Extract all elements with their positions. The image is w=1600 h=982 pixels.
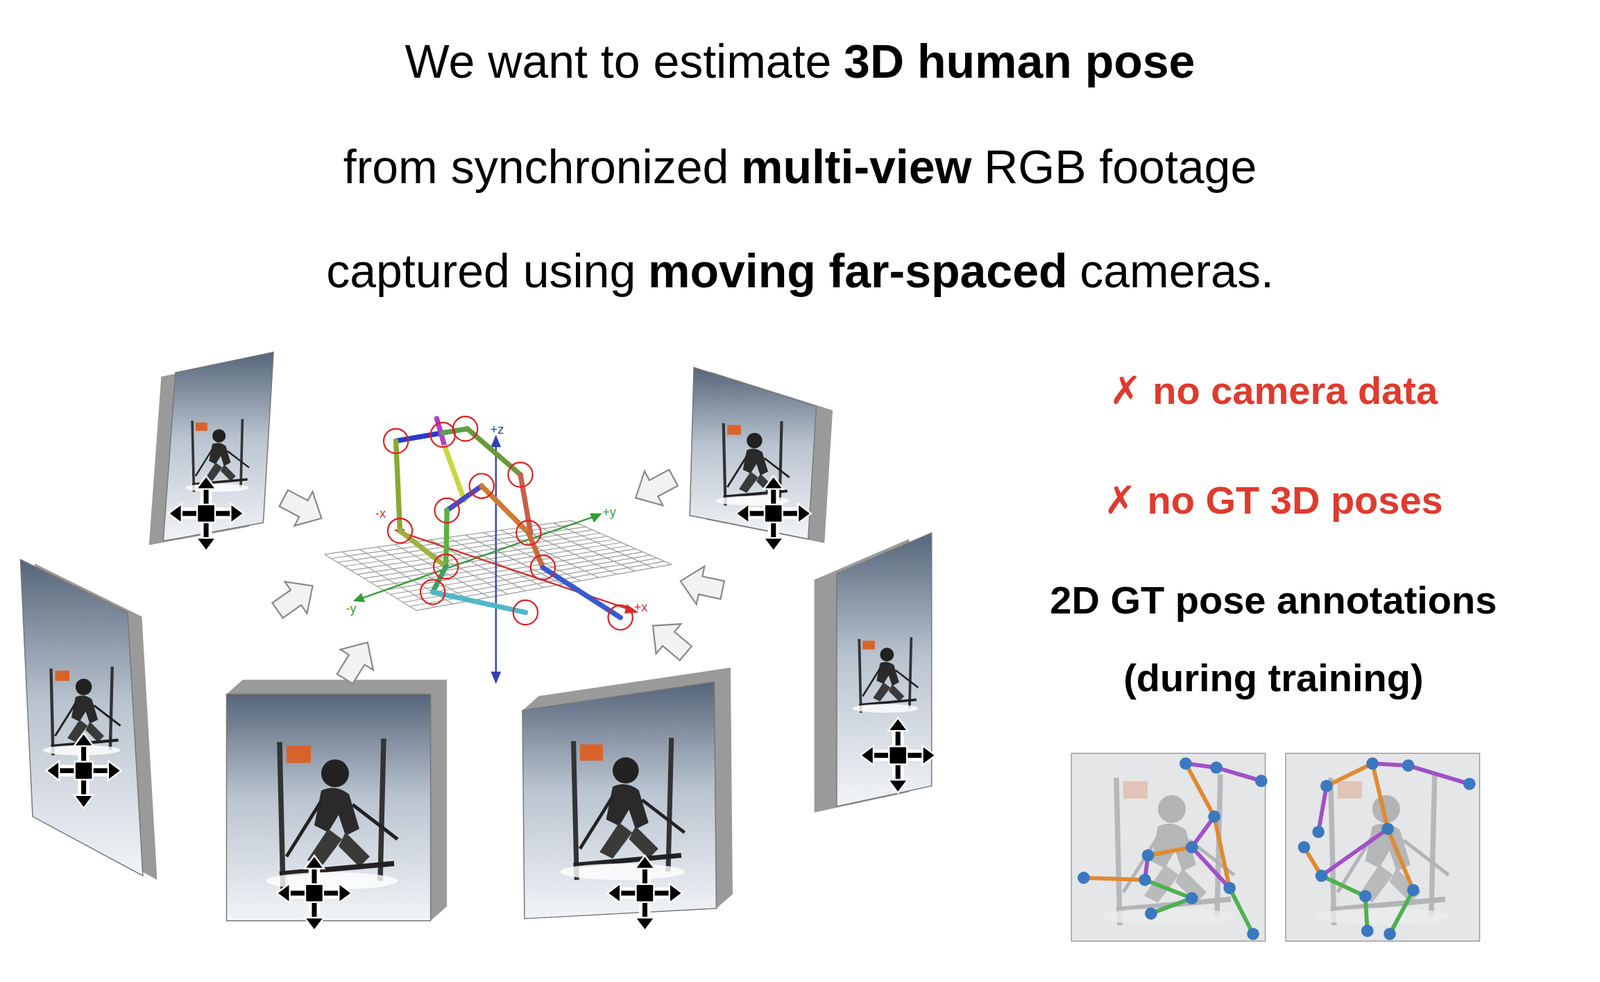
grid-line	[389, 551, 643, 594]
side-note: ✗ no GT 3D poses	[988, 476, 1558, 524]
camera-view	[226, 679, 447, 921]
joint-marker	[383, 416, 633, 630]
grid-line	[518, 528, 617, 575]
axis-label: -x	[375, 507, 386, 520]
heading-text: captured using	[326, 235, 636, 306]
annotation-thumbnail	[1071, 752, 1267, 941]
side-note: 2D GT pose annotations (during training)	[988, 561, 1558, 717]
heading-text: from synchronized	[343, 131, 730, 202]
side-note: ✗ no camera data	[988, 367, 1558, 415]
axis-label: +x	[634, 600, 649, 614]
axis-label: +y	[602, 505, 617, 519]
grid-line	[416, 564, 672, 610]
annotation-thumbnail	[1285, 752, 1480, 941]
heading-text: We want to estimate	[405, 26, 832, 96]
axis-label: -y	[345, 602, 356, 615]
grid-line	[553, 523, 653, 568]
grid-line	[571, 520, 672, 565]
heading-bold-text: moving far-spaced	[648, 235, 1068, 306]
heading-text: cameras.	[1079, 235, 1274, 306]
heading-line: captured usingmoving far-spacedcameras.	[0, 235, 1600, 306]
camera-view	[20, 559, 157, 880]
heading-bold-text: 3D human pose	[843, 26, 1195, 96]
grid-line	[482, 532, 581, 581]
heading-line: from synchronizedmulti-viewRGB footage	[0, 131, 1600, 202]
grid-line	[410, 561, 665, 607]
axis-label: +z	[489, 423, 504, 436]
camera-view	[522, 667, 733, 919]
camera-view	[814, 532, 932, 813]
ground-grid	[324, 520, 672, 610]
move-icon	[45, 475, 936, 931]
heading-bold-text: multi-view	[741, 131, 973, 202]
heading-line: We want to estimate3D human pose	[0, 26, 1600, 96]
skeleton-3d	[396, 418, 621, 618]
heading-text: RGB footage	[983, 131, 1257, 202]
axes	[353, 435, 640, 685]
